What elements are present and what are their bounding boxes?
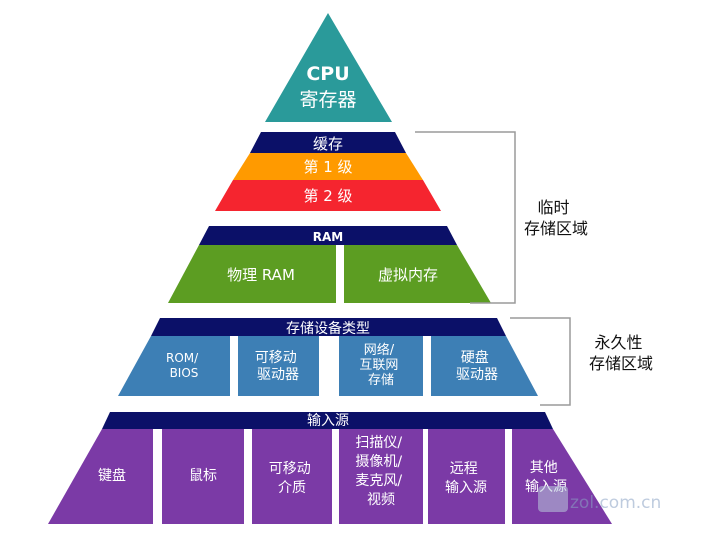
storage-line: 网络/: [364, 342, 395, 358]
watermark: zol.com.cn: [538, 486, 661, 513]
input-line: 键盘: [98, 467, 126, 484]
cache-header-band: [250, 132, 406, 153]
storage-line: ROM/: [166, 351, 199, 365]
storage-header-band: [151, 318, 506, 336]
input-item-keyboard-label: 键盘: [98, 467, 126, 484]
permanent-storage-bracket: 永久性 存储区域: [510, 317, 653, 406]
input-line: 介质: [278, 480, 306, 496]
input-line: 麦克风/: [355, 473, 402, 489]
ram-physical-block: [168, 245, 336, 303]
watermark-logo-icon: [538, 486, 568, 512]
storage-line: 互联网: [359, 358, 398, 373]
ram-physical-label: 物理 RAM: [227, 266, 295, 284]
ram-header-band: [199, 226, 457, 245]
storage-line: 驱动器: [456, 367, 498, 383]
storage-line: 存储: [368, 373, 394, 388]
cache-tier: 缓存 第 1 级 第 2 级: [215, 132, 441, 211]
storage-item-network-storage: [339, 336, 423, 396]
temporary-storage-label: 临时 存储区域: [524, 198, 588, 238]
cache-level2-label: 第 2 级: [303, 187, 352, 205]
storage-tier: 存储设备类型 ROM/ BIOS 可移动 驱动器 网络/ 互联网 存储 硬盘 驱…: [118, 318, 538, 396]
input-line: 远程: [450, 461, 478, 477]
input-header-band: [102, 412, 553, 429]
cache-level1-band: [233, 153, 423, 180]
storage-item-network-storage-label: 网络/ 互联网 存储: [359, 342, 402, 388]
watermark-text: zol.com.cn: [570, 493, 661, 513]
cpu-label: CPU: [306, 63, 349, 85]
input-header-label: 输入源: [307, 413, 349, 429]
permanent-storage-label: 永久性 存储区域: [589, 333, 653, 373]
temporary-storage-bracket: 临时 存储区域: [415, 131, 588, 304]
input-line: 视频: [367, 492, 395, 508]
side-label-line: 存储区域: [589, 354, 653, 373]
side-label-line: 临时: [537, 198, 569, 217]
storage-item-removable-drive: [238, 336, 319, 396]
input-item-remote-input: [428, 429, 505, 524]
cpu-triangle: [265, 13, 392, 122]
temporary-bracket-line: [415, 131, 516, 304]
input-line: 鼠标: [189, 468, 217, 484]
ram-virtual-block: [344, 245, 491, 303]
cpu-tier: CPU 寄存器: [265, 13, 392, 122]
side-label-line: 存储区域: [524, 219, 588, 238]
permanent-bracket-line: [510, 317, 571, 406]
storage-header-label: 存储设备类型: [286, 320, 370, 337]
storage-item-hard-drive: [431, 336, 538, 396]
ram-virtual-label: 虚拟内存: [378, 266, 438, 284]
input-line: 可移动: [269, 461, 311, 477]
input-item-scanner-camera-mic-video-label: 扫描仪/ 摄像机/ 麦克风/ 视频: [355, 435, 406, 508]
ram-tier: RAM 物理 RAM 虚拟内存: [168, 226, 491, 303]
ram-header-label: RAM: [313, 230, 343, 244]
input-item-remote-input-label: 远程 输入源: [445, 461, 487, 496]
input-item-keyboard: [48, 429, 153, 524]
storage-item-removable-drive-label: 可移动 驱动器: [255, 350, 301, 383]
input-item-removable-media-label: 可移动 介质: [269, 461, 315, 496]
input-item-mouse-label: 鼠标: [189, 468, 217, 484]
input-item-removable-media: [252, 429, 332, 524]
input-line: 摄像机/: [355, 454, 402, 470]
storage-line: 硬盘: [461, 349, 489, 366]
cache-level1-label: 第 1 级: [303, 158, 352, 176]
storage-item-rom-bios-label: ROM/ BIOS: [166, 351, 202, 380]
input-tier: 输入源 键盘 鼠标 可移动 介质 扫描仪/ 摄像机/ 麦克风/ 视频 远程 输入…: [48, 412, 612, 524]
storage-line: 可移动: [255, 350, 297, 366]
input-item-other-input: [512, 429, 612, 524]
cache-header-label: 缓存: [313, 135, 343, 153]
storage-line: BIOS: [170, 366, 199, 380]
side-label-line: 永久性: [594, 333, 642, 352]
input-line: 扫描仪/: [355, 435, 402, 451]
storage-line: 驱动器: [257, 367, 299, 383]
input-line: 输入源: [445, 480, 487, 496]
input-line: 其他: [530, 460, 558, 476]
cpu-register-label: 寄存器: [299, 89, 356, 111]
storage-item-rom-bios: [118, 336, 230, 396]
storage-item-hard-drive-label: 硬盘 驱动器: [456, 349, 498, 383]
input-item-scanner-camera-mic-video: [339, 429, 423, 524]
input-item-mouse: [162, 429, 244, 524]
cache-level2-band: [215, 180, 441, 211]
